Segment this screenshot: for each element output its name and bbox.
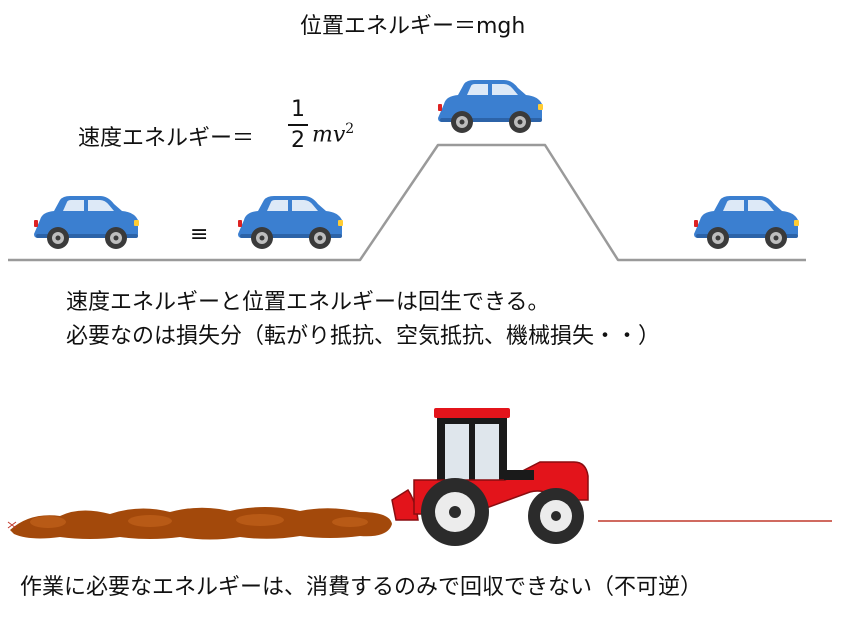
fraction-numerator: 1 — [291, 97, 305, 122]
car-hilltop — [438, 80, 543, 133]
car-start — [34, 196, 139, 249]
tractor — [391, 408, 589, 546]
kinetic-fraction: 1 2 — [288, 97, 308, 153]
regeneration-line-2: 必要なのは損失分（転がり抵抗、空気抵抗、機械損失・・） — [66, 324, 661, 349]
equivalence-symbol: ≡ — [190, 222, 209, 247]
potential-energy-label: 位置エネルギー＝mgh — [300, 14, 526, 39]
kinetic-formula-tail: mv2 — [312, 121, 354, 147]
regeneration-line-1: 速度エネルギーと位置エネルギーは回生できる。 — [66, 290, 550, 315]
fraction-bar — [288, 124, 308, 126]
irreversible-work-text: 作業に必要なエネルギーは、消費するのみで回収できない（不可逆） — [20, 575, 703, 600]
car-before-hill — [238, 196, 343, 249]
car-after-hill — [694, 196, 799, 249]
road-hill-profile — [8, 143, 806, 262]
formula-exponent: 2 — [345, 121, 355, 137]
formula-mv: mv — [312, 122, 346, 148]
plowed-soil — [10, 507, 392, 540]
kinetic-energy-label: 速度エネルギー＝ — [78, 126, 255, 151]
fraction-denominator: 2 — [291, 127, 305, 153]
